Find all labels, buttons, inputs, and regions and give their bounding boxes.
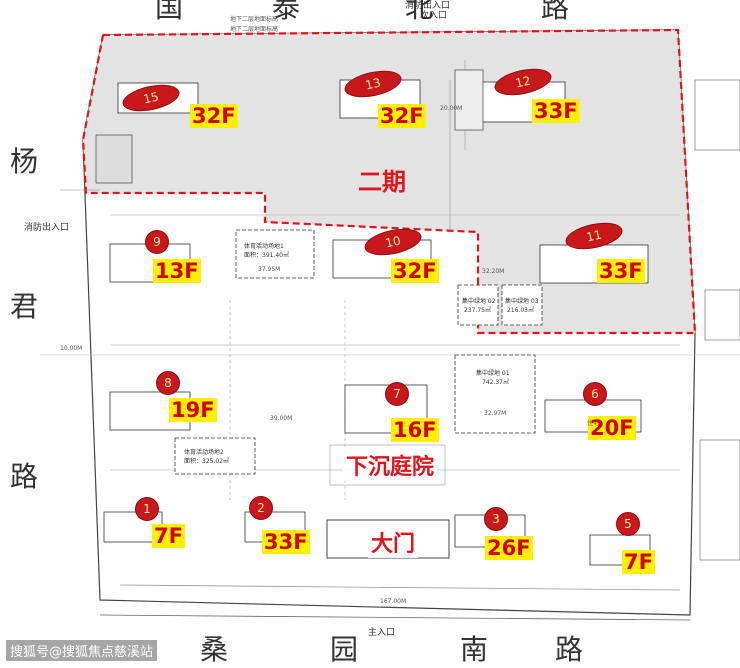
building-floors-11: 33F bbox=[597, 259, 645, 283]
sports-field-2-title: 体育活动场地2 bbox=[184, 449, 224, 456]
basement-level-note-1: 地下二层地面标高 bbox=[230, 16, 279, 23]
road-name-south-1: 桑 bbox=[200, 633, 229, 666]
building-floors-12: 33F bbox=[532, 99, 580, 123]
building-marker-6[interactable]: 6 bbox=[583, 382, 607, 406]
building-marker-7[interactable]: 7 bbox=[385, 382, 409, 406]
gate-north-fire: 消防出入口 bbox=[405, 1, 451, 11]
residence-note: 住宅 bbox=[587, 420, 600, 427]
green-space-1-area: 742.37㎡ bbox=[482, 379, 509, 386]
building-floors-3: 26F bbox=[485, 536, 533, 560]
road-name-south-2: 园 bbox=[330, 633, 359, 666]
dimension-label: 167.00M bbox=[380, 598, 407, 605]
building-marker-1[interactable]: 1 bbox=[135, 497, 159, 521]
road-name-west-2: 君 bbox=[10, 290, 39, 323]
road-name-north-3: 北 bbox=[405, 0, 434, 24]
building-floors-5: 7F bbox=[622, 550, 655, 574]
road-name-west-1: 杨 bbox=[10, 145, 39, 178]
road-name-south-4: 路 bbox=[555, 633, 584, 666]
road-name-north-1: 国 bbox=[155, 0, 184, 24]
phase2-label: 二期 bbox=[358, 168, 406, 196]
sports-field-2-area: 面积：325.02㎡ bbox=[184, 458, 229, 465]
sports-field-1-area: 面积：391.40㎡ bbox=[244, 252, 289, 259]
building-floors-13: 32F bbox=[378, 104, 426, 128]
building-floors-15: 32F bbox=[190, 104, 238, 128]
dimension-label: 37.95M bbox=[258, 266, 281, 273]
dimension-label: 20.00M bbox=[440, 105, 463, 112]
dimension-label: 32.97M bbox=[484, 410, 507, 417]
building-floors-9: 13F bbox=[153, 259, 201, 283]
basement-level-note-2: 地下二层地面标高 bbox=[230, 26, 279, 33]
building-floors-7: 16F bbox=[391, 418, 439, 442]
building-marker-9[interactable]: 9 bbox=[145, 230, 169, 254]
road-name-south-3: 南 bbox=[460, 633, 489, 666]
building-marker-5[interactable]: 5 bbox=[616, 512, 640, 536]
building-floors-8: 19F bbox=[169, 398, 217, 422]
dimension-label: 10.00M bbox=[60, 345, 83, 352]
gate-west-fire: 消防出入口 bbox=[24, 223, 70, 233]
green-space-3-area: 216.03㎡ bbox=[507, 307, 534, 314]
sports-field-1-title: 体育活动场地1 bbox=[244, 243, 284, 250]
road-name-north-4: 路 bbox=[541, 0, 570, 24]
building-marker-3[interactable]: 3 bbox=[484, 507, 508, 531]
road-name-north-2: 泰 bbox=[272, 0, 301, 24]
sunken-courtyard-label: 下沉庭院 bbox=[343, 449, 438, 481]
building-marker-2[interactable]: 2 bbox=[249, 496, 273, 520]
green-space-3: 集中绿地 03 bbox=[505, 298, 539, 305]
gate-main-south: 主入口 bbox=[368, 628, 396, 638]
dimension-label: 32.20M bbox=[482, 268, 505, 275]
watermark: 搜狐号@搜狐焦点慈溪站 bbox=[6, 640, 158, 661]
building-marker-8[interactable]: 8 bbox=[156, 371, 180, 395]
green-space-1: 集中绿地 01 bbox=[476, 370, 510, 377]
building-floors-1: 7F bbox=[152, 524, 185, 548]
green-space-2-area: 237.75㎡ bbox=[464, 307, 491, 314]
road-name-west-3: 路 bbox=[10, 460, 39, 493]
dimension-label: 39.00M bbox=[270, 415, 293, 422]
main-gate-label: 大门 bbox=[368, 526, 419, 558]
building-floors-2: 33F bbox=[262, 530, 310, 554]
gate-north-secondary: 次入口 bbox=[420, 11, 448, 21]
building-floors-10: 32F bbox=[391, 259, 439, 283]
building-floors-6: 20F bbox=[588, 416, 636, 440]
green-space-2: 集中绿地 02 bbox=[462, 298, 496, 305]
